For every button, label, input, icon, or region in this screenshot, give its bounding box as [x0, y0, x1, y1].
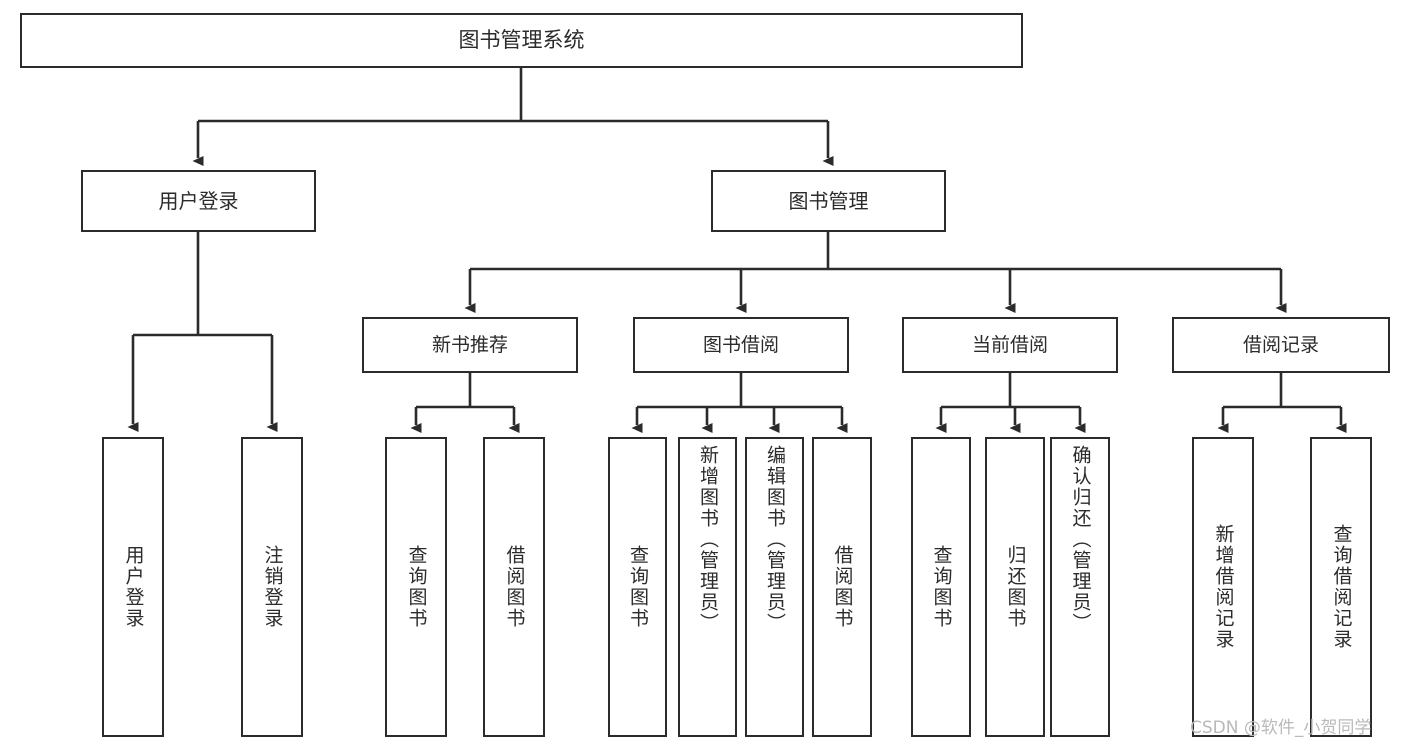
node-leaf-confirm-return-admin[interactable]: 确认归还（管理员）: [1050, 437, 1110, 737]
node-label: 用户登录: [158, 189, 239, 213]
node-label: 借阅图书: [503, 545, 526, 629]
edges-userlogin-to-leaves: [127, 232, 278, 432]
edges-borrowrecord-to-leaves: [1217, 373, 1347, 433]
edges-bookborrow-to-leaves: [631, 373, 848, 433]
node-label: 图书借阅: [702, 333, 779, 356]
node-book-management-system[interactable]: 图书管理系统: [20, 13, 1023, 68]
node-leaf-return-book[interactable]: 归还图书: [985, 437, 1045, 737]
node-label: 当前借阅: [971, 333, 1048, 356]
node-label: 新增图书（管理员）: [697, 445, 719, 634]
node-leaf-add-book-admin[interactable]: 新增图书（管理员）: [678, 437, 737, 737]
node-leaf-borrow-book-recommend[interactable]: 借阅图书: [483, 437, 545, 737]
node-label: 查询图书: [627, 545, 649, 629]
node-leaf-user-login[interactable]: 用户登录: [102, 437, 164, 737]
node-label: 编辑图书（管理员）: [764, 445, 786, 634]
node-label: 借阅记录: [1242, 333, 1319, 356]
node-borrow-record[interactable]: 借阅记录: [1172, 317, 1390, 373]
node-leaf-add-borrow-record[interactable]: 新增借阅记录: [1192, 437, 1254, 737]
node-label: 新增借阅记录: [1212, 524, 1235, 650]
node-label: 用户登录: [122, 545, 145, 629]
node-leaf-edit-book-admin[interactable]: 编辑图书（管理员）: [745, 437, 804, 737]
node-label: 图书管理: [788, 189, 869, 213]
node-label: 新书推荐: [431, 333, 508, 356]
node-label: 图书管理系统: [458, 28, 585, 52]
node-leaf-borrow-book[interactable]: 借阅图书: [812, 437, 872, 737]
node-label: 注销登录: [261, 545, 284, 629]
node-leaf-query-book-current[interactable]: 查询图书: [911, 437, 971, 737]
node-label: 归还图书: [1004, 545, 1027, 629]
edges-root-to-level1: [192, 68, 834, 166]
node-book-management[interactable]: 图书管理: [711, 170, 946, 232]
node-leaf-logout[interactable]: 注销登录: [241, 437, 303, 737]
node-label: 查询借阅记录: [1330, 524, 1353, 650]
node-label: 借阅图书: [831, 545, 854, 629]
edges-currentborrow-to-leaves: [935, 373, 1086, 433]
node-book-borrow[interactable]: 图书借阅: [633, 317, 849, 373]
node-label: 查询图书: [930, 545, 953, 629]
edges-newbookrec-to-leaves: [410, 373, 520, 433]
csdn-watermark: CSDN @软件_小贺同学: [1190, 718, 1372, 738]
node-label: 确认归还（管理员）: [1069, 445, 1092, 634]
node-leaf-query-book-recommend[interactable]: 查询图书: [385, 437, 447, 737]
node-label: 查询图书: [405, 545, 428, 629]
node-new-book-recommend[interactable]: 新书推荐: [362, 317, 578, 373]
node-leaf-query-book-borrow[interactable]: 查询图书: [608, 437, 667, 737]
node-current-borrow[interactable]: 当前借阅: [902, 317, 1118, 373]
node-leaf-query-borrow-record[interactable]: 查询借阅记录: [1310, 437, 1372, 737]
node-user-login[interactable]: 用户登录: [81, 170, 316, 232]
edges-bookmanage-to-level2: [464, 232, 1287, 313]
